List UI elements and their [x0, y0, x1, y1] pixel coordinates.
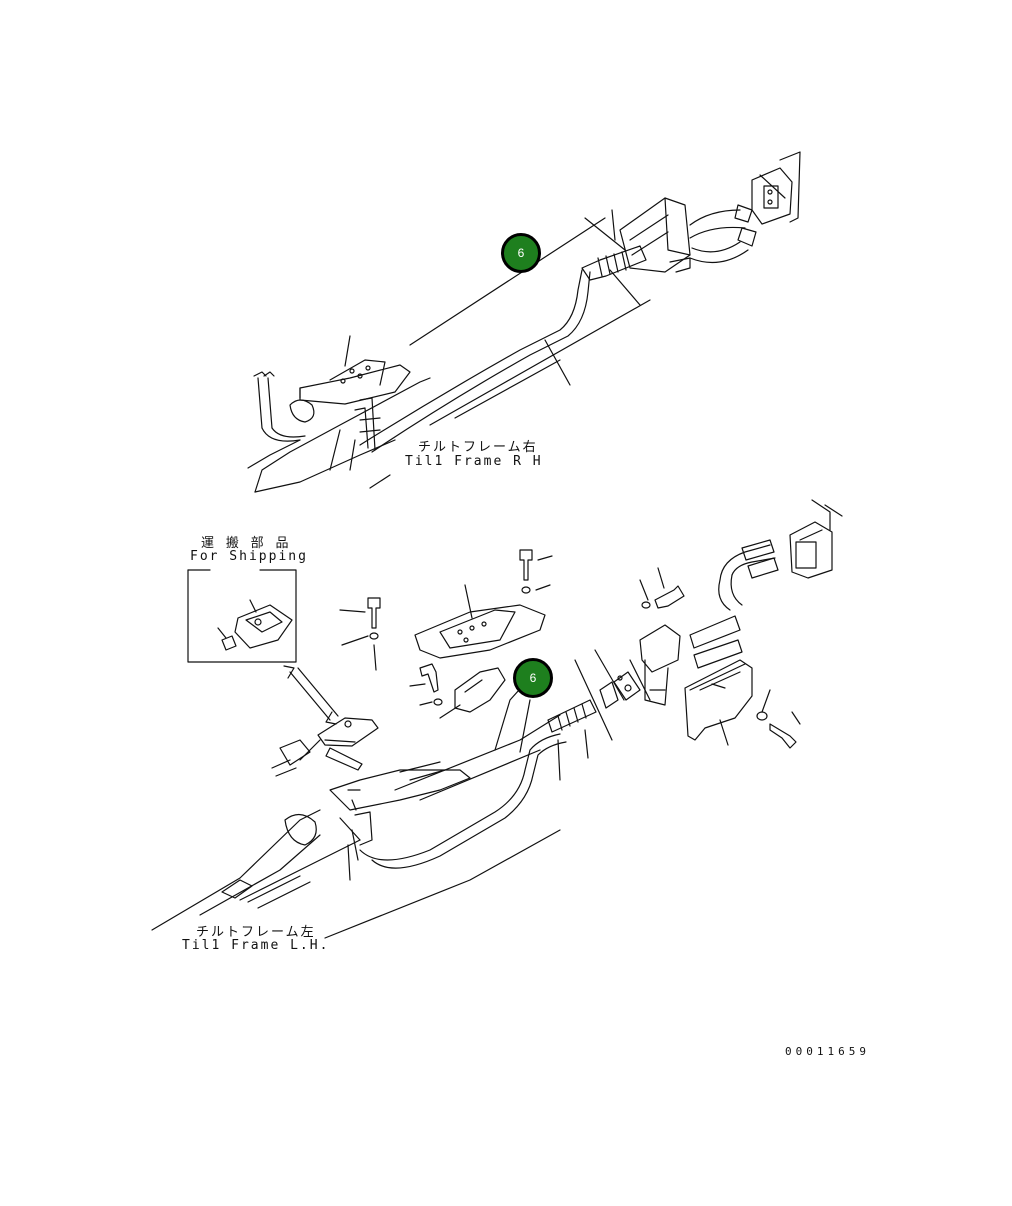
- for-shipping-en-label: For Shipping: [190, 549, 308, 564]
- bottom-frame-top-plate: [329, 769, 471, 811]
- transfer-arrow: [289, 671, 331, 721]
- bottom-assembly-lh: [151, 499, 843, 939]
- top-cover-plate: [299, 364, 411, 405]
- top-hose-line: [359, 269, 583, 446]
- top-control-valve: [619, 197, 691, 273]
- bottom-guard-cover: [684, 659, 753, 741]
- bottom-bracket-block: [639, 624, 681, 673]
- callout-6-top[interactable]: 6: [501, 233, 541, 273]
- top-coupler-plate: [751, 167, 793, 225]
- tilt-frame-rh-en-label: Til1 Frame R H: [405, 454, 543, 469]
- tilt-frame-rh-jp-label: チルトフレーム右: [418, 440, 538, 455]
- for-shipping-jp-label: 運 搬 部 品: [201, 536, 291, 551]
- callout-6-bottom[interactable]: 6: [513, 658, 553, 698]
- bottom-hose-line: [359, 733, 561, 861]
- top-frame-edge-line: [409, 217, 606, 346]
- bottom-frame-edge: [151, 809, 321, 931]
- tilt-frame-lh-en-label: Til1 Frame L.H.: [182, 938, 330, 953]
- top-frame-outline: [254, 377, 431, 493]
- bottom-coupler-plate: [789, 521, 833, 579]
- for-shipping-inset: [187, 569, 297, 663]
- tilt-frame-lh-jp-label: チルトフレーム左: [196, 925, 316, 940]
- drawing-number: 00011659: [785, 1045, 870, 1058]
- top-assembly-rh: [247, 151, 801, 493]
- bottom-cover-plate: [414, 604, 546, 659]
